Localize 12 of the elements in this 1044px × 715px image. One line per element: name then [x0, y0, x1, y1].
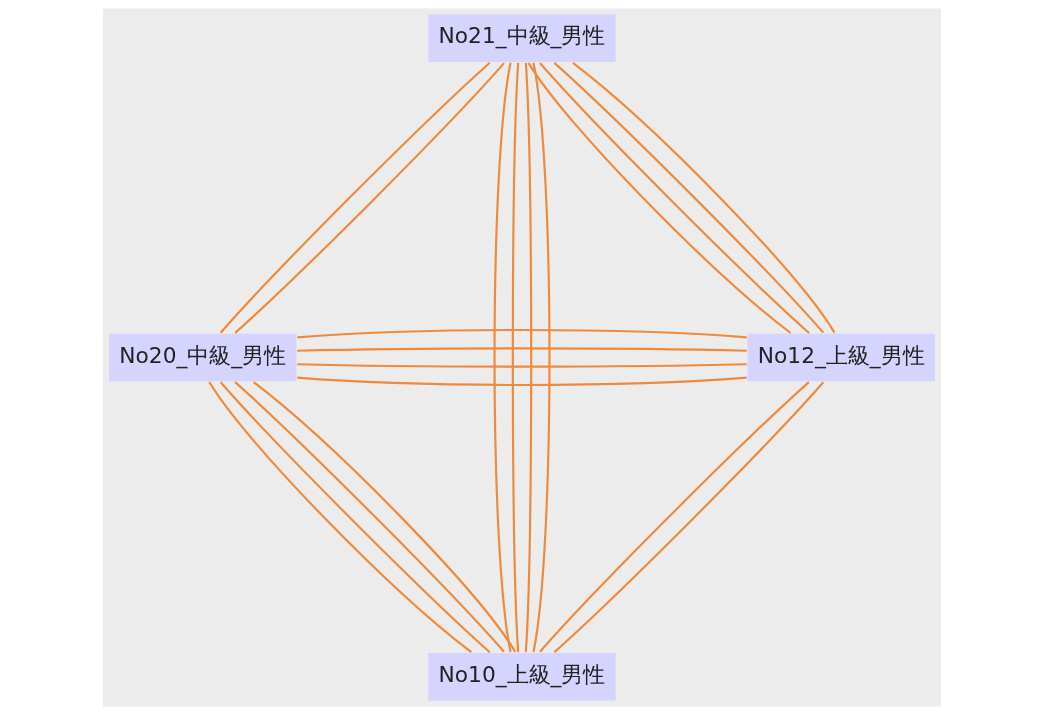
connector	[493, 62, 512, 653]
connector	[297, 376, 747, 387]
connector	[532, 62, 551, 653]
connector	[511, 62, 520, 653]
connector	[297, 347, 747, 352]
connector	[524, 62, 533, 653]
node-box: No10_上級_男性	[427, 651, 618, 702]
node-box: No12_上級_男性	[746, 332, 937, 383]
node-box: No21_中級_男性	[427, 13, 618, 64]
node-box: No20_中級_男性	[107, 332, 298, 383]
connector	[297, 363, 747, 368]
connector	[297, 328, 747, 339]
